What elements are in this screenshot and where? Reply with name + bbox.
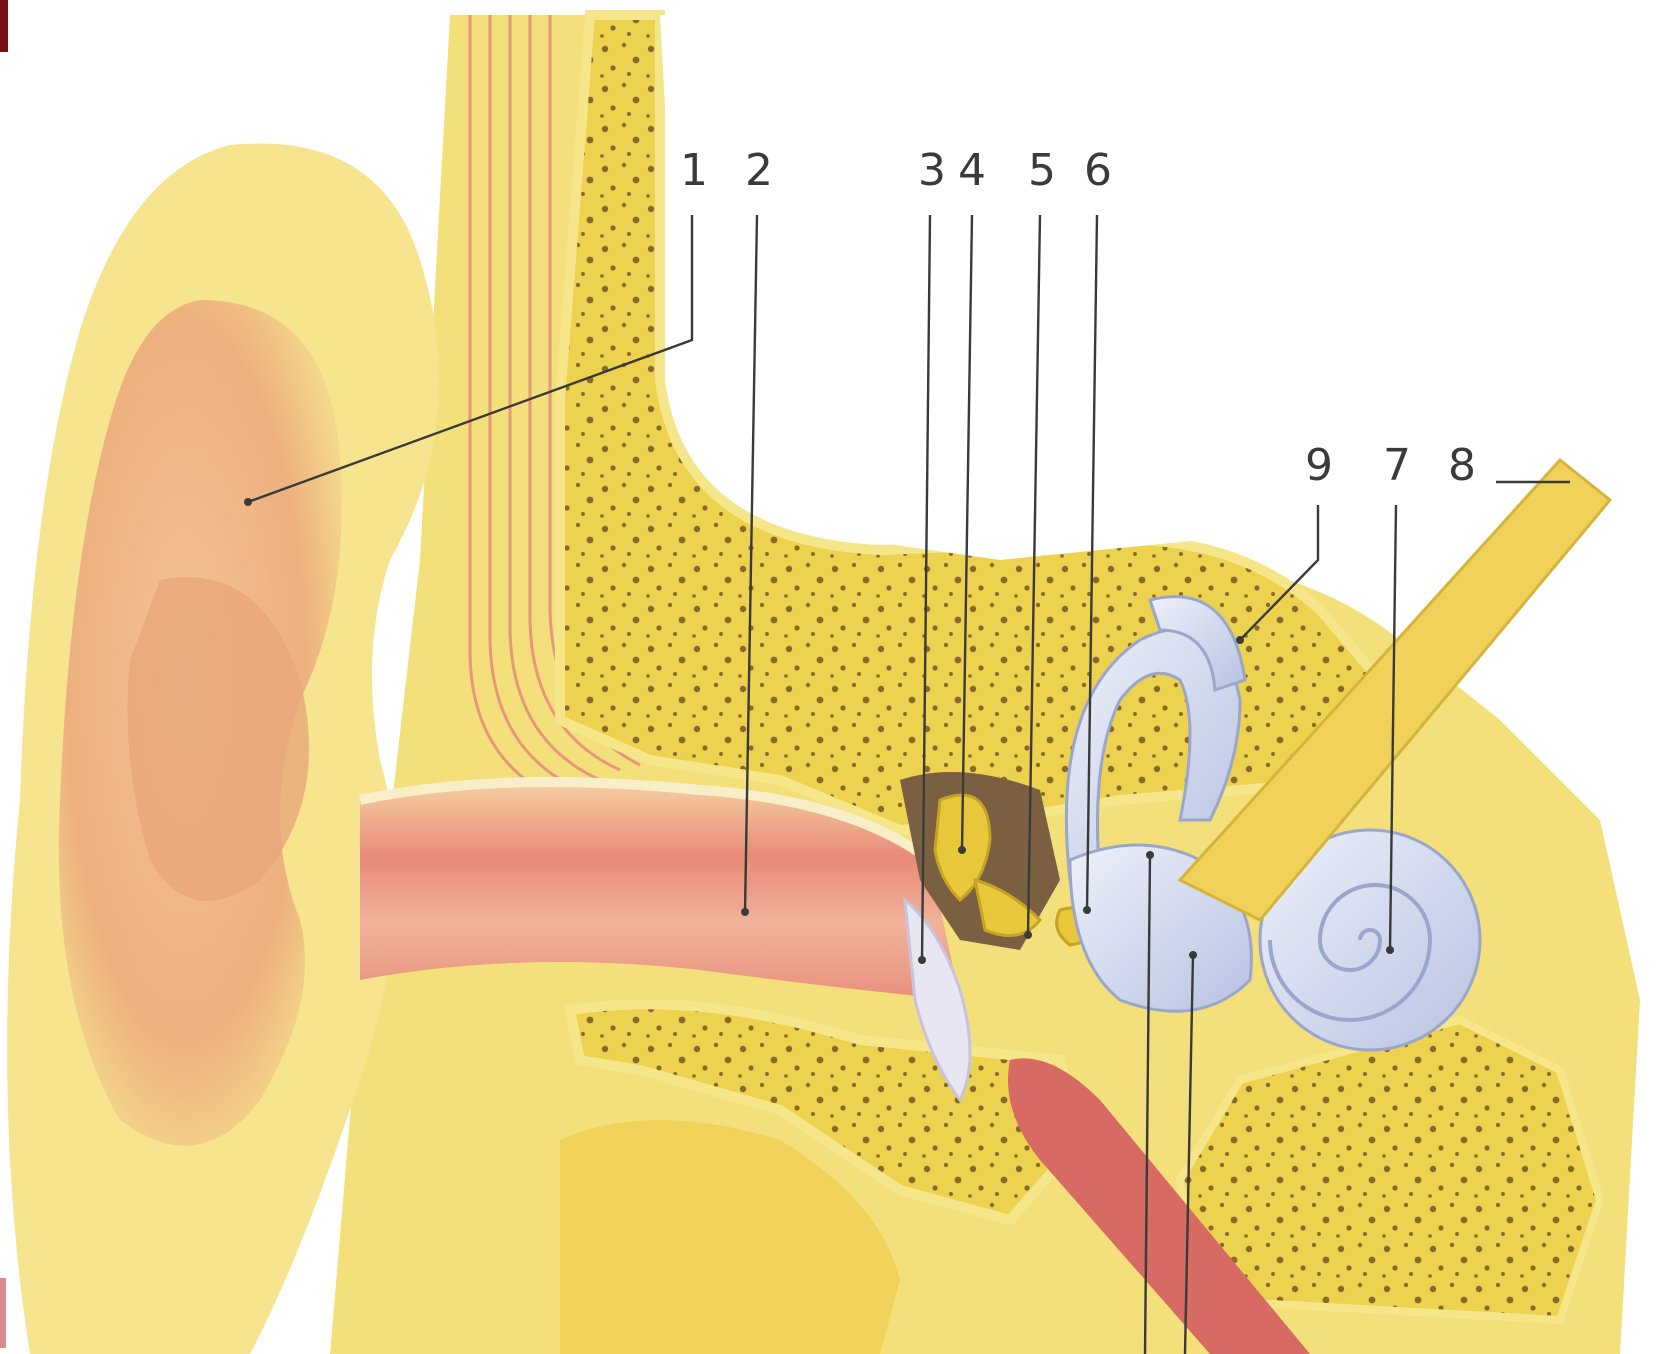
label-9: 9 [1305,440,1333,491]
label-4: 4 [958,145,986,196]
label-7: 7 [1383,440,1411,491]
edge-mark-bottom [0,1278,6,1348]
label-8: 8 [1448,440,1476,491]
label-6: 6 [1084,145,1112,196]
label-3: 3 [918,145,946,196]
label-5: 5 [1028,145,1056,196]
label-1: 1 [680,145,708,196]
edge-mark-top [0,0,8,52]
label-2: 2 [745,145,773,196]
